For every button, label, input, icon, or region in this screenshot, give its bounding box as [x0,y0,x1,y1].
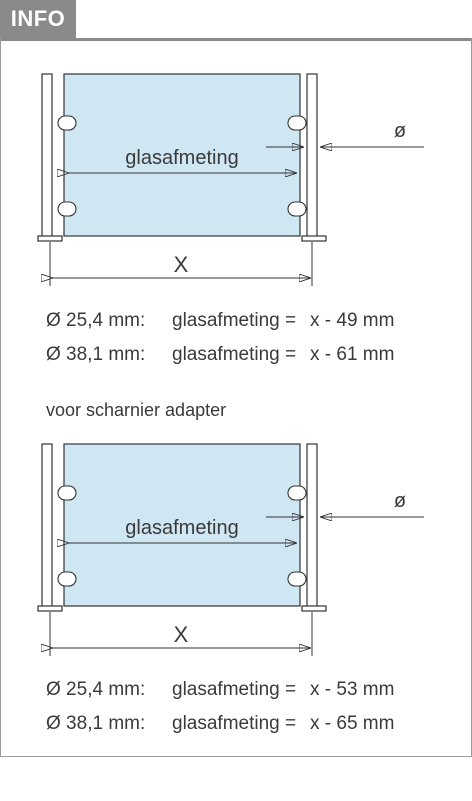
formula-label: glasafmeting = [172,679,297,700]
formula-value: x - 49 mm [310,310,395,331]
formula-value: x - 53 mm [310,679,395,700]
formula-label: glasafmeting = [172,713,297,734]
formula-diameter: Ø 25,4 mm: [46,679,146,700]
formula-diameter: Ø 38,1 mm: [46,344,146,365]
glass-diagram-2: glasafmeting ø X [37,443,424,656]
formula-row: Ø 25,4 mm: glasafmeting = x - 49 mm [46,310,394,398]
clamp-right-top [287,115,307,131]
right-post-base [301,235,327,242]
glass-panel [63,73,301,237]
x-dimension-label: X [174,252,189,277]
clamp-left-top [57,485,77,501]
info-title: INFO [10,6,66,31]
left-post-base [37,235,63,242]
clamp-right-bottom [287,201,307,217]
right-post-base [301,605,327,612]
clamp-right-top [287,485,307,501]
right-post [306,443,318,609]
x-dimension-label: X [174,622,189,647]
left-post-base [37,605,63,612]
glass-panel [63,443,301,607]
formula-diameter: Ø 25,4 mm: [46,310,146,331]
left-post [41,73,53,239]
formula-row: Ø 25,4 mm: glasafmeting = x - 53 mm [46,679,394,767]
formula-value: x - 65 mm [310,713,395,734]
glass-dimension-label: glasafmeting [125,147,238,169]
header-underline [0,38,472,41]
formula-value: x - 61 mm [310,344,395,365]
glass-dimension-label: glasafmeting [125,517,238,539]
clamp-left-top [57,115,77,131]
clamp-left-bottom [57,571,77,587]
formula-label: glasafmeting = [172,344,297,365]
diameter-symbol: ø [394,490,406,512]
info-header-tab: INFO [0,0,76,38]
clamp-right-bottom [287,571,307,587]
formula-label: glasafmeting = [172,310,297,331]
formula-diameter: Ø 38,1 mm: [46,713,146,734]
right-post [306,73,318,239]
left-post [41,443,53,609]
clamp-left-bottom [57,201,77,217]
hinge-adapter-note: voor scharnier adapter [46,400,227,420]
formula-row: Ø 38,1 mm: glasafmeting = x - 61 mm [46,344,394,432]
glass-diagram-1: glasafmeting ø X [37,73,424,286]
formula-row: Ø 38,1 mm: glasafmeting = x - 65 mm [46,713,394,801]
diameter-symbol: ø [394,120,406,142]
